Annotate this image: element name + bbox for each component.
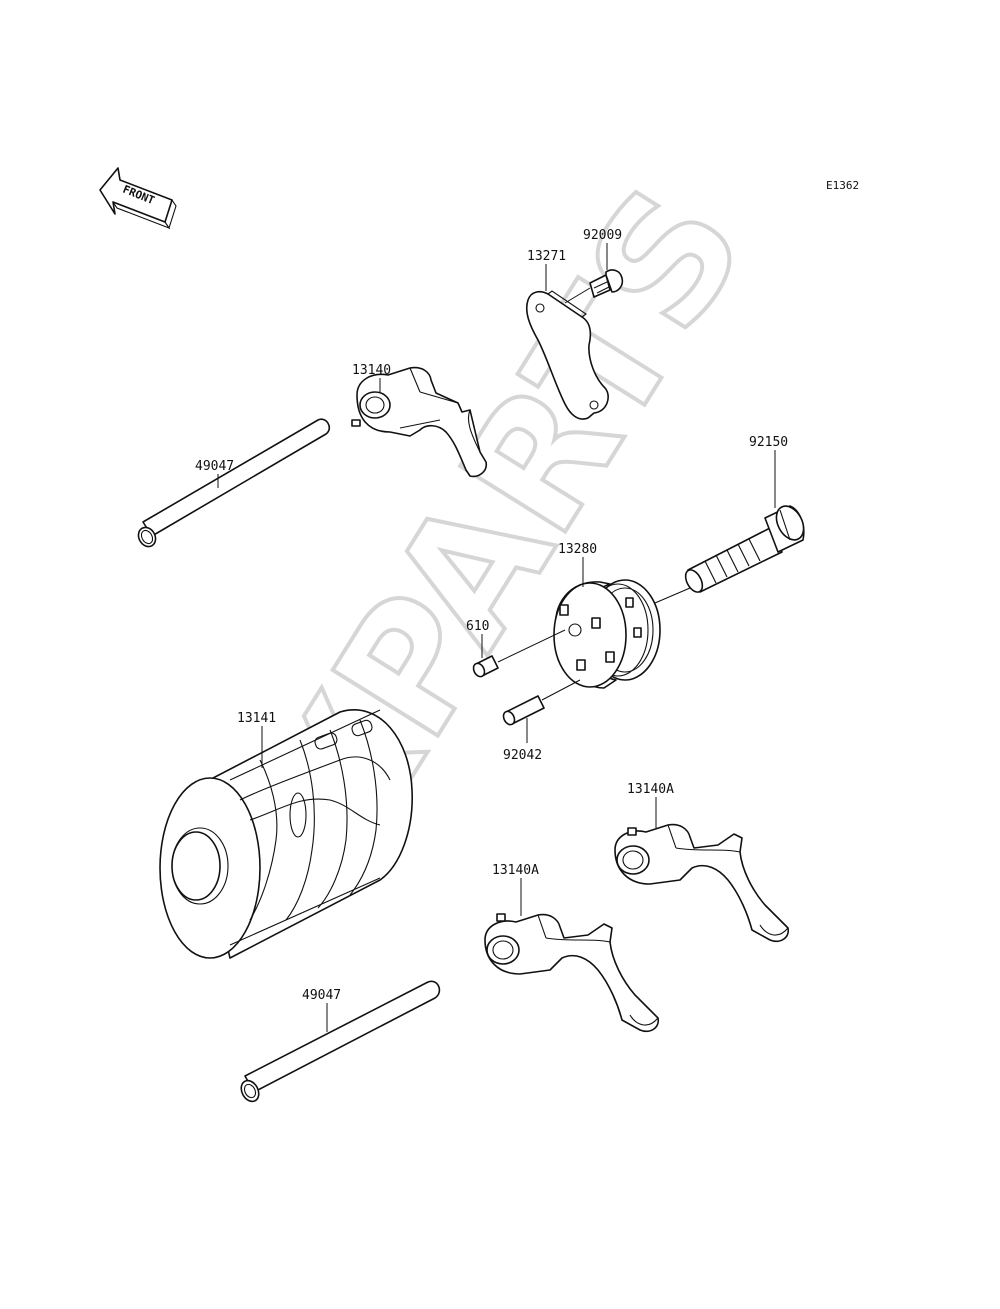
part-13280-shift-cam[interactable] [553,579,661,689]
part-610-pin[interactable] [471,655,499,679]
part-13141-shift-drum[interactable] [159,709,413,959]
part-92042-pin[interactable] [501,695,545,727]
part-13140A-shift-fork-right[interactable] [614,823,790,943]
part-92150-bolt[interactable] [682,501,809,594]
label-13140A-right: 13140A [627,782,674,797]
label-13140: 13140 [352,363,391,378]
label-92009: 92009 [583,228,622,243]
diagram-code: E1362 [826,179,859,192]
part-13140-shift-fork[interactable] [351,366,488,478]
part-13140A-shift-fork-left[interactable] [484,913,660,1033]
part-92009-screw[interactable] [589,269,624,298]
label-49047-top: 49047 [195,459,234,474]
label-13141: 13141 [237,711,276,726]
part-49047-shaft-top[interactable] [135,418,331,549]
label-92042: 92042 [503,748,542,763]
label-49047-bottom: 49047 [302,988,341,1003]
label-13280: 13280 [558,542,597,557]
label-610: 610 [466,619,489,634]
label-13271: 13271 [527,249,566,264]
label-92150: 92150 [749,435,788,450]
part-13271-bracket[interactable] [525,287,609,420]
part-49047-shaft-bottom[interactable] [238,980,441,1104]
front-direction-arrow-icon: FRONT [99,167,177,230]
label-13140A-left: 13140A [492,863,539,878]
